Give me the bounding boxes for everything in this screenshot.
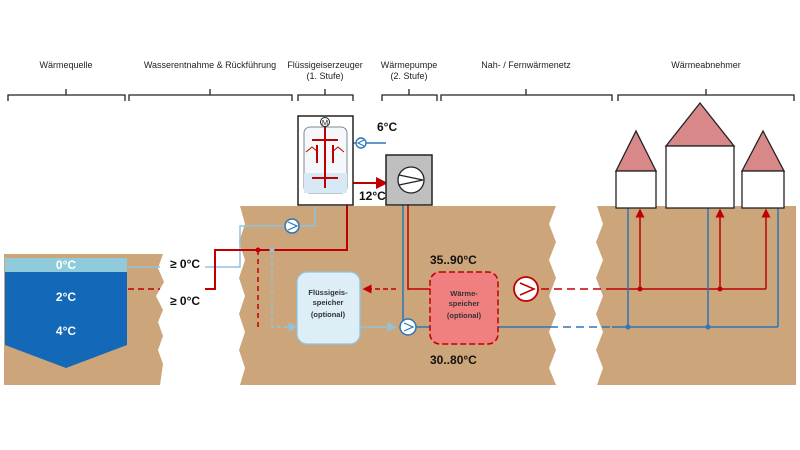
- header-consumers: Wärmeabnehmer: [671, 60, 741, 70]
- brace-water-intake: [128, 89, 293, 101]
- heat-storage: Wärme- speicher (optional): [429, 271, 499, 345]
- lake-temp-middle: 2°C: [56, 290, 76, 304]
- pump-ice-storage: [399, 318, 417, 336]
- header-ice-generator-line2: (1. Stufe): [306, 71, 343, 81]
- lake-surface: [5, 258, 127, 272]
- ice-generator-fins: [305, 146, 345, 153]
- label-intake-temp-top: ≥ 0°C: [170, 257, 200, 271]
- header-district-network: Nah- / Fernwärmenetz: [481, 60, 571, 70]
- ice-storage-label-2: speicher: [313, 298, 344, 307]
- header-heat-pump-line1: Wärmepumpe: [381, 60, 438, 70]
- heat-storage-tank: [429, 271, 499, 345]
- lake: 0°C 2°C 4°C: [5, 258, 127, 368]
- brace-consumers: [617, 89, 795, 101]
- label-temp-return: 30..80°C: [430, 353, 477, 367]
- house-middle-roof: [664, 101, 736, 147]
- ice-storage-tank: [296, 271, 361, 345]
- brace-district-network: [440, 89, 613, 101]
- header-heat-pump-line2: (2. Stufe): [390, 71, 427, 81]
- heat-pump: [385, 154, 433, 206]
- heat-storage-label-3: (optional): [447, 311, 482, 320]
- motor-icon: [320, 117, 330, 127]
- pump-district-heat: [513, 276, 539, 302]
- ice-generator-internals: [312, 127, 338, 188]
- pipe-junctions: [255, 247, 723, 330]
- lake-water: [5, 258, 127, 368]
- pipes-light: [128, 205, 397, 332]
- house-middle-body: [665, 145, 735, 209]
- header-ice-generator-line1: Flüssigeiserzeuger: [287, 60, 363, 70]
- section-headers: Wärmequelle Wasserentnahme & Rückführung…: [39, 60, 740, 81]
- label-temp-6c: 6°C: [377, 120, 397, 134]
- pipe-to-ice-storage: [271, 248, 298, 332]
- return-pipe-ground: [205, 200, 348, 290]
- ice-storage-label-3: (optional): [311, 310, 346, 319]
- compressor-icon: [397, 166, 425, 194]
- ice-storage-label-1: Flüssigeis-: [308, 288, 348, 297]
- pipes-hot: [128, 177, 771, 327]
- lake-temp-surface: 0°C: [56, 258, 76, 272]
- label-temp-supply: 35..90°C: [430, 253, 477, 267]
- hot-pipe-pump-down: [407, 205, 430, 290]
- heat-storage-label-2: speicher: [449, 299, 480, 308]
- section-braces: [7, 89, 795, 101]
- motor-symbol: M: [322, 118, 328, 127]
- header-water-intake: Wasserentnahme & Rückführung: [144, 60, 276, 70]
- house-left: [614, 129, 658, 209]
- label-temp-12c: 12°C: [359, 189, 386, 203]
- pipe-pump-to-generator: [299, 205, 316, 227]
- pump-6c: [355, 137, 367, 149]
- intake-pipe-ground: [205, 225, 285, 268]
- header-heat-source: Wärmequelle: [39, 60, 92, 70]
- heat-storage-label-1: Wärme-: [450, 289, 478, 298]
- ice-storage: Flüssigeis- speicher (optional): [296, 271, 361, 345]
- pump-intake: [284, 218, 300, 234]
- house-right: [740, 129, 786, 209]
- brace-heat-pump: [381, 89, 438, 101]
- ice-generator: M: [297, 115, 354, 206]
- house-right-roof: [740, 129, 786, 172]
- house-middle: [664, 101, 736, 209]
- brace-heat-source: [7, 89, 126, 101]
- label-intake-temp-bottom: ≥ 0°C: [170, 294, 200, 308]
- house-right-body: [741, 170, 785, 209]
- brace-ice-generator: [297, 89, 354, 101]
- ground-right: [596, 206, 796, 385]
- lake-temp-bottom: 4°C: [56, 324, 76, 338]
- ground-middle: [239, 206, 556, 385]
- house-left-roof: [614, 129, 658, 172]
- house-left-body: [615, 170, 657, 209]
